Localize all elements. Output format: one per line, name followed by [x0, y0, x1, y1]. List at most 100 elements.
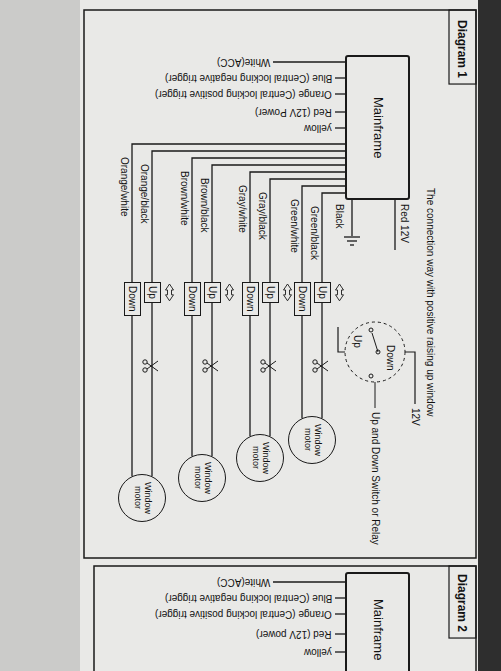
node-text: Window motor [250, 439, 270, 477]
wire-label: Up [352, 335, 363, 348]
wire-color-label: Gray/black [257, 191, 268, 241]
input-wire [335, 633, 345, 634]
dark-background [478, 0, 501, 671]
wire-color-label: Green/white [289, 198, 300, 254]
window-motor: Window motor [118, 474, 166, 522]
node-text: Up [317, 286, 328, 299]
wire-color-label: Gray/white [237, 184, 248, 234]
wire [322, 193, 345, 282]
wire [301, 316, 302, 419]
wire-color-label: Orange/black [139, 163, 150, 224]
input-wire [335, 111, 345, 112]
input-wire-label: Red (12V power) [256, 629, 332, 640]
ground-symbol [344, 237, 360, 245]
wire [211, 303, 212, 456]
input-wire [273, 61, 345, 62]
node-text: Up [147, 286, 158, 299]
wire [131, 316, 132, 477]
input-wire-label: Orange (Central locking positive trigger… [155, 609, 332, 620]
input-wire-label: Blue (Central locking negative trigger) [165, 593, 332, 604]
node-text: Window motor [132, 479, 152, 517]
supply-wire [405, 352, 415, 404]
node-text: Down [187, 286, 198, 312]
switch-box: Down [242, 282, 259, 316]
input-wire [335, 77, 345, 78]
wire [250, 172, 345, 282]
wire-label: Down [385, 345, 396, 371]
diagram-frame [94, 566, 476, 671]
wire-color-label: Brown/black [199, 177, 210, 233]
wire-color-label: Orange/white [119, 156, 130, 217]
switch-box: Down [294, 282, 311, 316]
input-wire [335, 613, 345, 614]
paper-sheet [80, 0, 478, 671]
window-motor: Window motor [178, 454, 226, 502]
diagram-frame [84, 10, 476, 558]
switch-box: Up [314, 282, 331, 303]
cut-mark [261, 360, 276, 372]
cut-mark [203, 360, 218, 372]
wire [302, 186, 345, 282]
paper-shadow [0, 0, 80, 671]
relay-outline [345, 322, 405, 382]
node-text: Window motor [192, 459, 212, 497]
relay-wire [338, 327, 345, 352]
node-text: Mainframe [370, 97, 384, 158]
node-text: Up [265, 286, 276, 299]
diagram-title: Diagram 2 [455, 574, 468, 632]
wire [270, 179, 345, 282]
switch-box: Up [204, 282, 221, 303]
switch-box: Up [262, 282, 279, 303]
switch-box: Down [124, 282, 141, 316]
node-text: Window motor [302, 421, 322, 459]
input-wire-label: Blue (Central locking negative trigger) [165, 73, 332, 84]
node-text: Down [297, 286, 308, 312]
relay-contacts [369, 328, 380, 378]
leader-line [375, 382, 376, 408]
title-band [449, 566, 476, 638]
relay-lever [372, 333, 378, 352]
mainframe-box: Mainframe [345, 572, 410, 671]
wire [152, 151, 345, 282]
wire-label: 12V [410, 408, 421, 426]
wire-label: Red 12V [399, 204, 410, 243]
ground-wire [351, 200, 352, 236]
wire [191, 316, 192, 457]
node-text: Up [207, 286, 218, 299]
wire [192, 158, 345, 282]
node-text: Down [245, 286, 256, 312]
wire [151, 303, 152, 476]
wire [249, 316, 250, 437]
input-wire [335, 651, 345, 652]
cut-mark [143, 360, 158, 372]
title-band [449, 10, 476, 84]
switch-arrow-icon [166, 284, 174, 301]
wire-label: The connection way with positive raising… [425, 188, 436, 416]
wire [321, 303, 322, 418]
input-wire-label: Orange (Central locking positive trigger… [155, 89, 332, 100]
wire-color-label: Brown/white [179, 170, 190, 226]
node-text: Down [127, 286, 138, 312]
wire [212, 165, 345, 282]
window-motor: Window motor [236, 434, 284, 482]
input-wire-label: yellow [304, 647, 332, 658]
input-wire [335, 127, 345, 128]
switch-box: Up [144, 282, 161, 303]
switch-box: Down [184, 282, 201, 316]
window-motor: Window motor [288, 416, 336, 464]
wire-label: Black [334, 204, 345, 228]
input-wire-label: White(ACC) [217, 57, 270, 68]
node-text: Mainframe [370, 599, 384, 660]
cut-mark [313, 360, 328, 372]
mainframe-box: Mainframe [345, 55, 410, 200]
input-wire-label: White(ACC) [217, 577, 270, 588]
switch-arrow-icon [336, 284, 344, 301]
wire [132, 144, 345, 282]
power-wire [394, 200, 395, 250]
input-wire [335, 597, 345, 598]
switch-arrow-icon [284, 284, 292, 301]
input-wire-label: Red (12V Power) [255, 107, 332, 118]
input-wire [335, 93, 345, 94]
wire [269, 303, 270, 436]
switch-arrow-icon [226, 284, 234, 301]
